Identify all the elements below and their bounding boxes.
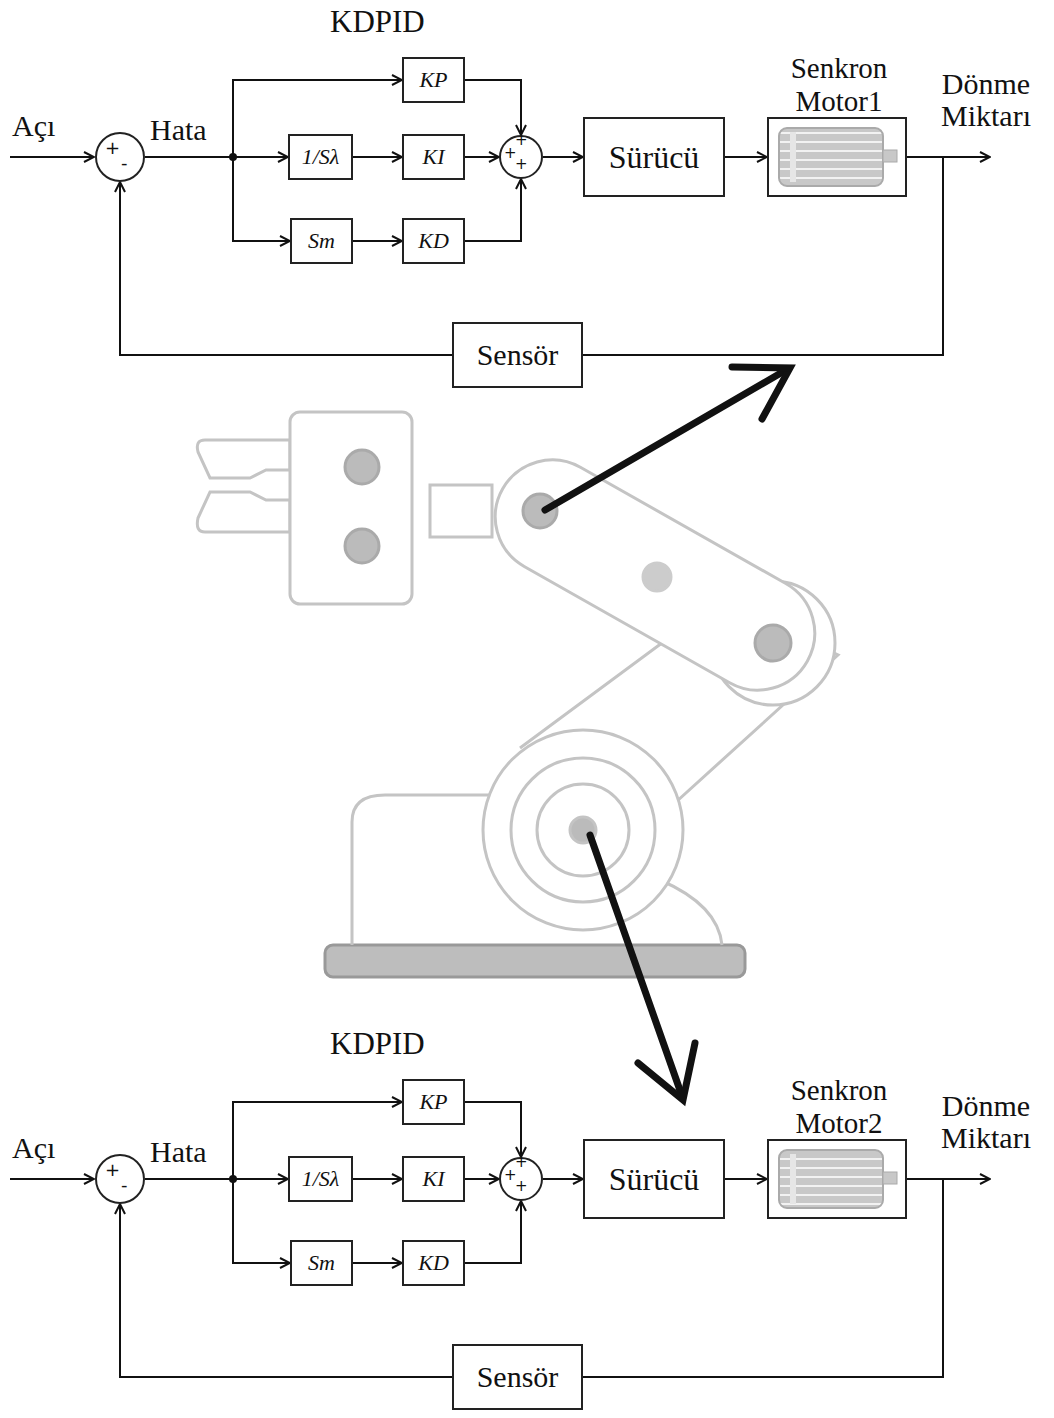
block-label: Sürücü — [609, 1161, 700, 1198]
motor-heading: Senkron Motor2 — [749, 1074, 929, 1139]
block-label: KI — [423, 144, 445, 170]
sign: + — [504, 146, 517, 161]
motor-box: Senkron Motor2 — [767, 1139, 907, 1219]
signal-line — [145, 80, 402, 157]
block-label: KD — [418, 1250, 449, 1276]
signal-line — [725, 156, 767, 158]
signal-line — [465, 156, 499, 158]
signal-name: Açı — [12, 110, 82, 142]
signal-line — [353, 156, 402, 158]
signal-line — [145, 1179, 290, 1263]
sign: + — [515, 133, 528, 148]
gain-box: KI — [402, 1156, 465, 1202]
sign: + — [515, 157, 528, 172]
summing-junction: +++ — [499, 135, 543, 179]
block-label: 1/Sλ — [302, 1166, 340, 1192]
sign: + — [515, 1155, 528, 1170]
block-label: 1/Sλ — [302, 144, 340, 170]
sign: - — [121, 1176, 128, 1194]
pointer-arrow — [545, 367, 790, 1100]
gain-box: KD — [402, 1240, 465, 1286]
signal-line — [120, 182, 452, 355]
signal-name: Dönme Miktarı — [922, 1090, 1050, 1153]
signal-line — [353, 1178, 402, 1180]
block-label: KP — [419, 67, 447, 93]
signal-line — [353, 1262, 402, 1264]
summing-junction: +++ — [499, 1157, 543, 1201]
driver-box: Sürücü — [583, 117, 725, 197]
block-label: Sensör — [477, 338, 559, 372]
integral-box: 1/Sλ — [288, 1156, 353, 1202]
integral-box: 1/Sλ — [288, 134, 353, 180]
gain-box: KI — [402, 134, 465, 180]
block-label: KI — [423, 1166, 445, 1192]
sensor-box: Sensör — [452, 1344, 583, 1410]
signal-line — [353, 240, 402, 242]
controller-title: KDPID — [330, 1028, 460, 1061]
sign: + — [515, 1179, 528, 1194]
block-label: Sm — [308, 1250, 335, 1276]
block-label: KD — [418, 228, 449, 254]
signal-name: Açı — [12, 1132, 82, 1164]
sign: - — [121, 154, 128, 172]
signal-line — [465, 1102, 521, 1157]
motor-box: Senkron Motor1 — [767, 117, 907, 197]
signal-name: Hata — [150, 114, 240, 146]
controller-title: KDPID — [330, 6, 460, 39]
signal-wires — [10, 157, 990, 1179]
gain-box: KP — [402, 57, 465, 103]
derivative-box: Sm — [290, 218, 353, 264]
signal-line — [465, 179, 521, 241]
block-label: Sensör — [477, 1360, 559, 1394]
robot-arm — [197, 412, 838, 977]
gain-box: KD — [402, 218, 465, 264]
derivative-box: Sm — [290, 1240, 353, 1286]
block-label: KP — [419, 1089, 447, 1115]
signal-line — [725, 1178, 767, 1180]
block-label: Sm — [308, 228, 335, 254]
signal-name: Hata — [150, 1136, 240, 1168]
sensor-box: Sensör — [452, 322, 583, 388]
signal-line — [543, 156, 583, 158]
signal-line — [145, 157, 290, 241]
motor-heading: Senkron Motor1 — [749, 52, 929, 117]
signal-line — [145, 1102, 402, 1179]
sign: + — [105, 1161, 120, 1179]
gain-box: KP — [402, 1079, 465, 1125]
sign: + — [105, 139, 120, 157]
signal-line — [543, 1178, 583, 1180]
summing-junction: +- — [95, 1154, 145, 1204]
signal-line — [465, 1178, 499, 1180]
signal-line — [465, 1201, 521, 1263]
sign: + — [504, 1168, 517, 1183]
signal-line — [120, 1204, 452, 1377]
summing-junction: +- — [95, 132, 145, 182]
signal-line — [465, 80, 521, 135]
driver-box: Sürücü — [583, 1139, 725, 1219]
signal-name: Dönme Miktarı — [922, 68, 1050, 131]
block-label: Sürücü — [609, 139, 700, 176]
